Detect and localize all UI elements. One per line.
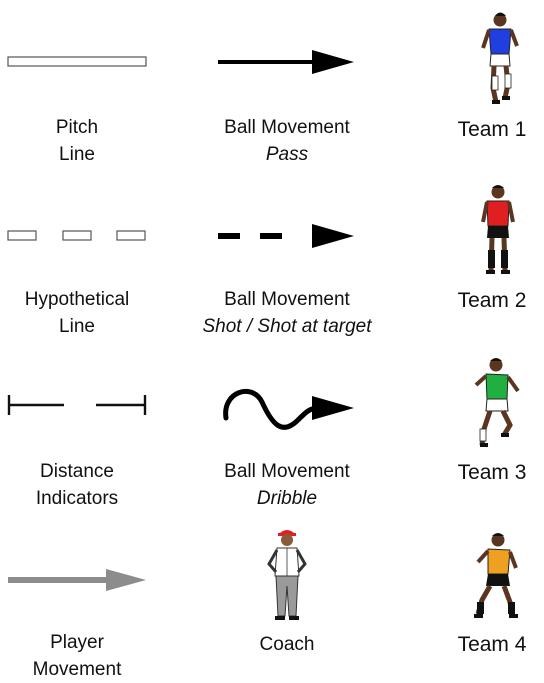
pitch-line-caption: Pitch Line	[2, 114, 152, 168]
pitch-line-label-1: Pitch	[55, 117, 99, 138]
player-movement-label-2: Movement	[32, 659, 122, 680]
hypothetical-line-caption: Hypothetical Line	[2, 286, 152, 340]
shot-caption: Ball Movement Shot / Shot at target	[174, 286, 400, 340]
shot-label-2: Shot / Shot at target	[202, 316, 372, 337]
distance-indicators-label-2: Indicators	[35, 488, 119, 509]
pitch-line-symbol	[7, 56, 147, 67]
pass-caption: Ball Movement Pass	[184, 114, 390, 168]
distance-indicators-label-1: Distance	[40, 461, 114, 482]
team1-caption: Team 1	[440, 116, 544, 143]
distance-indicators-caption: Distance Indicators	[2, 458, 152, 512]
dribble-label-2: Dribble	[256, 488, 318, 509]
shot-label-1: Ball Movement	[224, 289, 350, 310]
team2-caption: Team 2	[440, 287, 544, 314]
hypothetical-line-label-1: Hypothetical	[24, 289, 130, 310]
team4-caption: Team 4	[440, 631, 544, 658]
pass-arrow-symbol	[218, 50, 354, 74]
player-movement-caption: Player Movement	[2, 629, 152, 683]
dribble-arrow-symbol	[223, 388, 354, 430]
hypothetical-line-symbol	[7, 230, 146, 241]
player-movement-label-1: Player	[50, 632, 104, 653]
coach-caption: Coach	[214, 631, 360, 658]
team1-player-figure	[481, 12, 519, 104]
shot-arrow-symbol	[218, 224, 354, 248]
dribble-caption: Ball Movement Dribble	[184, 458, 390, 512]
team4-label: Team 4	[457, 633, 527, 656]
team3-player-figure	[474, 358, 520, 447]
player-movement-arrow-symbol	[8, 569, 146, 591]
pass-label-2: Pass	[265, 144, 309, 165]
hypothetical-line-label-2: Line	[59, 316, 95, 337]
coach-figure	[267, 530, 307, 620]
pitch-line-label-2: Line	[59, 144, 95, 165]
team3-label: Team 3	[457, 461, 527, 484]
team2-label: Team 2	[457, 289, 527, 312]
distance-indicator-symbol	[7, 395, 147, 415]
coach-label: Coach	[259, 634, 315, 655]
hypothetical-dash-1	[7, 230, 37, 241]
team2-player-figure	[481, 185, 515, 274]
hypothetical-dash-3	[116, 230, 146, 241]
team1-label: Team 1	[457, 118, 527, 141]
team3-caption: Team 3	[440, 459, 544, 486]
pass-label-1: Ball Movement	[224, 117, 350, 138]
team4-player-figure	[474, 533, 518, 618]
dribble-label-1: Ball Movement	[224, 461, 350, 482]
hypothetical-dash-2	[62, 230, 92, 241]
